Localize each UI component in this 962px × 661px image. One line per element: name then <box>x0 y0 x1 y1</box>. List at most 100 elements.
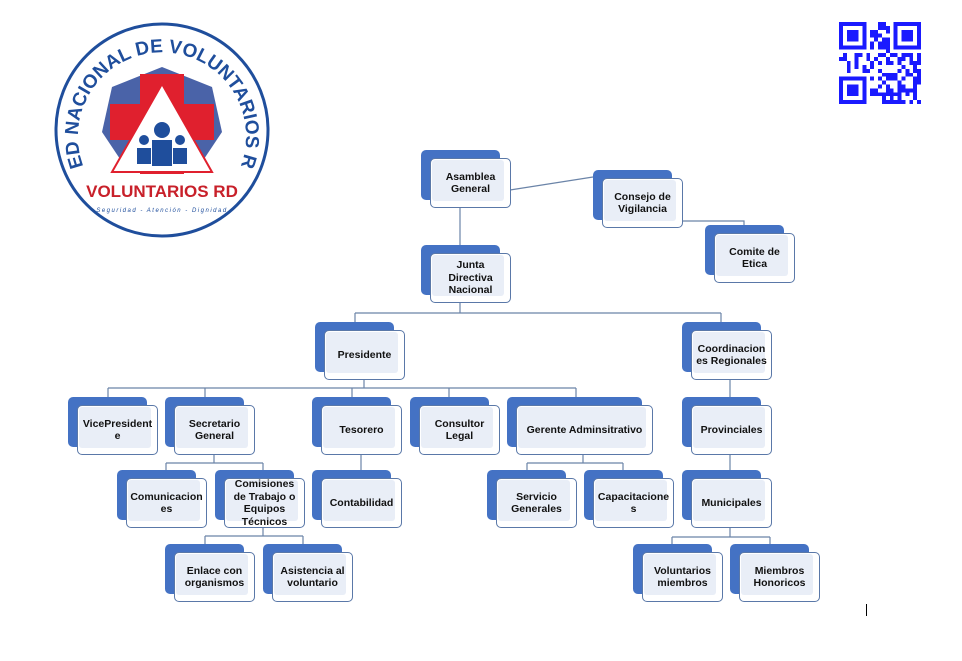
connector-secretario-children <box>165 455 264 470</box>
qr-module <box>901 29 914 42</box>
org-node-tesorero: Tesorero <box>312 397 402 455</box>
qr-module <box>874 88 879 93</box>
qr-module <box>881 25 886 30</box>
qr-module <box>881 53 886 58</box>
org-node-voluntarios: Voluntarios miembros <box>633 544 723 602</box>
qr-module <box>870 29 875 34</box>
qr-module <box>881 72 886 77</box>
qr-module <box>901 76 906 81</box>
qr-module <box>897 92 902 97</box>
org-node-label: Presidente <box>337 348 392 361</box>
qr-module <box>893 76 898 81</box>
qr-module <box>901 88 906 93</box>
qr-module <box>881 92 886 97</box>
qr-module <box>885 41 890 46</box>
org-node-consejo: Consejo de Vigilancia <box>593 170 683 228</box>
org-node-label: Comisiones de Trabajo o Equipos Técnicos <box>233 478 296 528</box>
qr-module <box>909 57 914 62</box>
qr-module <box>913 80 918 85</box>
qr-module <box>917 57 921 62</box>
qr-module <box>905 88 910 93</box>
qr-module <box>878 22 882 26</box>
qr-module <box>885 37 890 42</box>
qr-module <box>889 92 894 97</box>
qr-module <box>901 100 906 104</box>
qr-module <box>854 53 859 58</box>
qr-module <box>917 61 921 65</box>
qr-module <box>901 57 906 62</box>
qr-module <box>885 76 890 81</box>
org-node-label: Provinciales <box>700 423 763 436</box>
qr-code <box>839 22 921 104</box>
org-node-label: Gerente Adminsitrativo <box>526 423 643 436</box>
qr-module <box>909 72 914 77</box>
qr-module <box>885 88 890 93</box>
qr-module <box>905 92 910 97</box>
connector-consejo-comite <box>682 220 745 226</box>
qr-module <box>885 29 890 34</box>
qr-module <box>897 100 902 104</box>
org-node-municipales: Municipales <box>682 470 772 528</box>
qr-module <box>889 72 894 77</box>
org-node-miembros: Miembros Honoricos <box>730 544 820 602</box>
qr-module <box>897 96 902 101</box>
org-node-gerente: Gerente Adminsitrativo <box>507 397 653 455</box>
org-node-label: Coordinacion es Regionales <box>696 342 767 368</box>
qr-module <box>878 53 882 58</box>
org-node-label: Capacitacione s <box>597 490 670 516</box>
organization-logo: RED NACIONAL DE VOLUNTARIOS RD VOLUNTARI… <box>52 22 270 238</box>
org-node-label: Comunicacion es <box>130 490 203 516</box>
qr-module <box>862 64 867 69</box>
qr-module <box>897 84 902 89</box>
text-cursor <box>866 604 867 616</box>
qr-module <box>846 64 851 69</box>
qr-module <box>917 80 921 85</box>
qr-module <box>901 84 906 89</box>
qr-module <box>862 68 867 73</box>
logo-emblem <box>102 67 222 174</box>
qr-module <box>913 84 918 89</box>
qr-module <box>866 57 871 62</box>
qr-module <box>897 88 902 93</box>
qr-module <box>870 88 875 93</box>
qr-module <box>878 25 882 30</box>
qr-module <box>854 61 859 65</box>
org-node-label: Junta Directiva Nacional <box>448 259 493 297</box>
qr-module <box>842 57 847 62</box>
qr-module <box>897 57 902 62</box>
qr-module <box>889 61 894 65</box>
org-node-label: Secretario General <box>188 417 241 443</box>
qr-module <box>901 64 906 69</box>
qr-module <box>874 57 879 62</box>
qr-module <box>885 84 890 89</box>
qr-module <box>889 100 894 104</box>
logo-banner-text: VOLUNTARIOS RD <box>86 182 238 201</box>
org-node-capacitaciones: Capacitacione s <box>584 470 674 528</box>
qr-module <box>885 92 890 97</box>
qr-module <box>913 76 918 81</box>
qr-module <box>878 92 882 97</box>
qr-module <box>909 61 914 65</box>
qr-module <box>913 88 918 93</box>
qr-module <box>846 61 851 65</box>
qr-module <box>839 57 843 62</box>
qr-module <box>881 22 886 26</box>
org-node-servicio: Servicio Generales <box>487 470 577 528</box>
qr-module <box>881 45 886 50</box>
connector-gerente-children <box>526 455 624 470</box>
qr-module <box>897 68 902 73</box>
org-node-comite: Comite de Etica <box>705 225 795 283</box>
connector-junta-level2 <box>354 303 722 322</box>
qr-module <box>874 29 879 34</box>
qr-module <box>913 92 918 97</box>
qr-module <box>874 33 879 38</box>
org-node-label: VicePresident e <box>82 417 153 443</box>
org-node-label: Asistencia al voluntario <box>280 564 345 590</box>
qr-module <box>917 72 921 77</box>
qr-module <box>874 37 879 42</box>
qr-module <box>881 96 886 101</box>
qr-module <box>870 64 875 69</box>
org-node-label: Consultor Legal <box>434 417 485 443</box>
qr-module <box>897 61 902 65</box>
